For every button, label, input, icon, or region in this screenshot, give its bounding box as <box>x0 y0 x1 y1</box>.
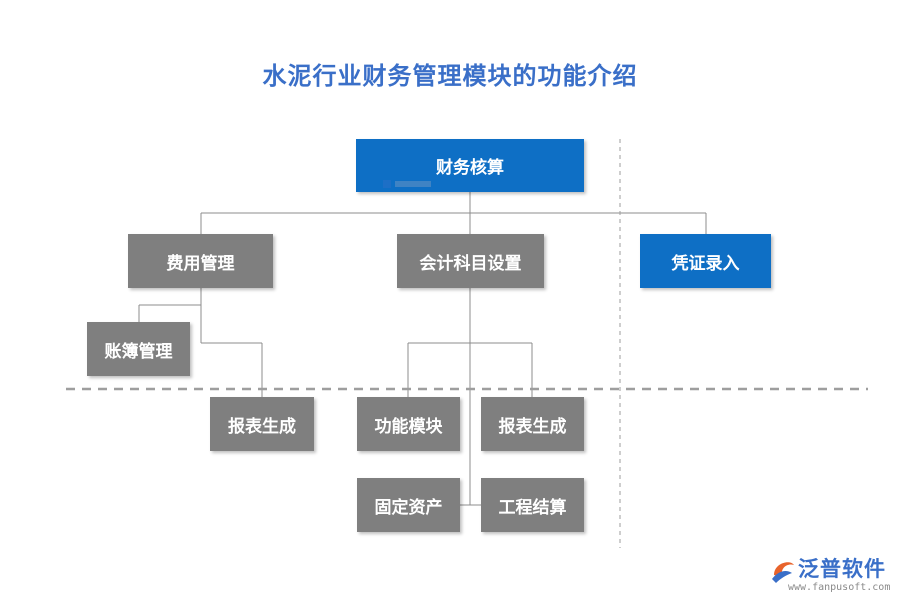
node-project-settlement: 工程结算 <box>481 478 584 532</box>
brand-name: 泛普软件 <box>798 557 886 581</box>
node-voucher-entry: 凭证录入 <box>640 234 771 288</box>
node-function-module: 功能模块 <box>357 397 460 451</box>
node-financial-accounting: 财务核算 <box>356 139 584 192</box>
node-account-subject-setup: 会计科目设置 <box>397 234 544 288</box>
node-fixed-assets: 固定资产 <box>357 478 460 532</box>
brand-logo: 泛普软件 www.fanpusoft.com <box>768 553 898 597</box>
node-report-generation-left: 报表生成 <box>210 397 314 451</box>
brand-url: www.fanpusoft.com <box>788 582 891 593</box>
watermark-icon <box>383 180 431 188</box>
node-expense-management: 费用管理 <box>128 234 273 288</box>
node-report-generation-right: 报表生成 <box>481 397 584 451</box>
fanpu-logo-icon <box>772 562 794 583</box>
page-title: 水泥行业财务管理模块的功能介绍 <box>262 62 638 90</box>
node-ledger-management: 账簿管理 <box>87 322 190 376</box>
